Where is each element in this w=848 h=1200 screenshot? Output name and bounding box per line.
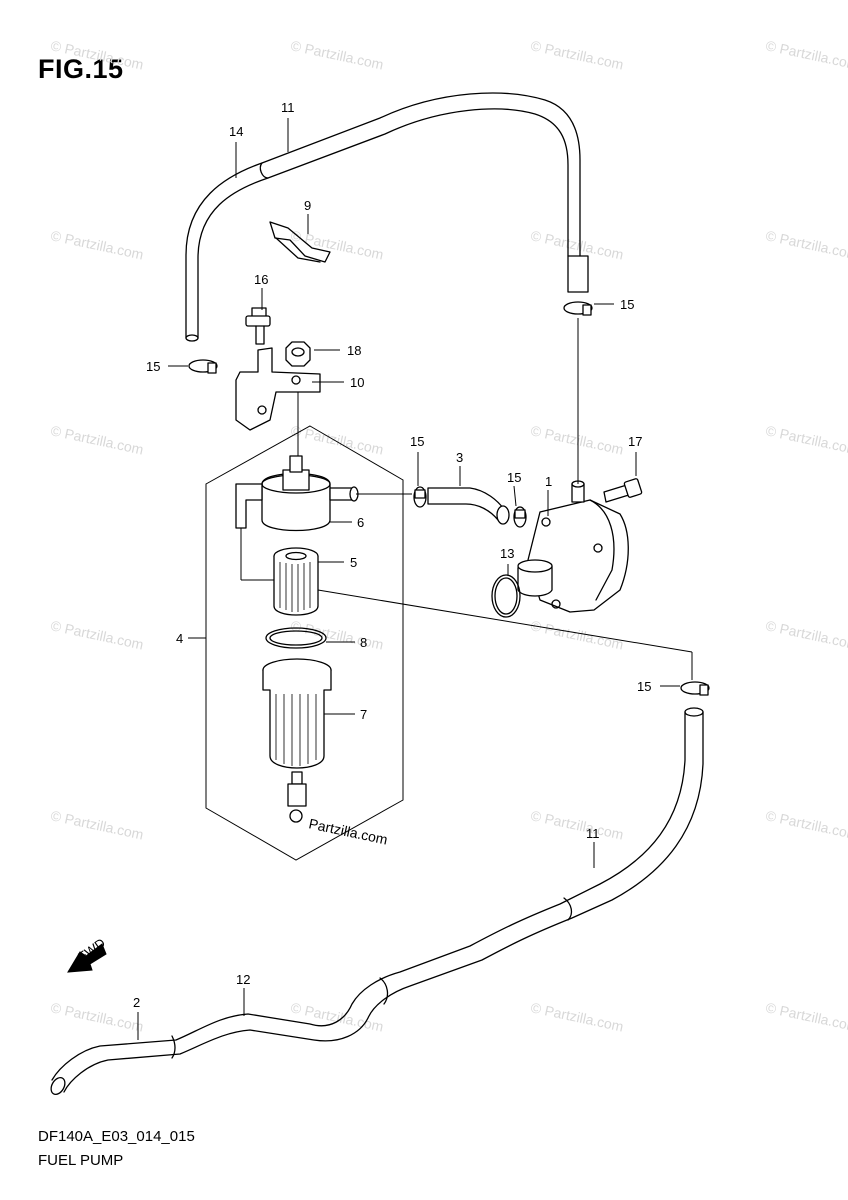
watermark: © Partzilla.com	[49, 807, 145, 842]
part-15-clamp	[513, 506, 527, 528]
watermark: © Partzilla.com	[529, 807, 625, 842]
watermark: © Partzilla.com	[529, 999, 625, 1034]
part-9-clip	[269, 221, 331, 263]
watermark: © Partzilla.com	[49, 422, 145, 457]
watermark: © Partzilla.com	[529, 227, 625, 262]
callout-10: 10	[350, 375, 364, 390]
part-10-bracket	[235, 347, 321, 431]
lower-fuel-hose	[50, 707, 704, 1096]
callout-18: 18	[347, 343, 361, 358]
part-17-bolt	[603, 478, 643, 503]
watermark: © Partzilla.com	[49, 37, 145, 72]
callout-15-upper-right: 15	[620, 297, 634, 312]
part-6-filter-head	[235, 455, 359, 532]
watermark: © Partzilla.com	[529, 37, 625, 72]
callout-1: 1	[545, 474, 552, 489]
callout-14: 14	[229, 124, 243, 139]
callout-9: 9	[304, 198, 311, 213]
figure-title: FIG.15	[38, 54, 124, 84]
callout-11-lower: 11	[586, 826, 600, 841]
part-15-clamp	[680, 681, 710, 696]
callout-11-upper: 11	[281, 100, 295, 115]
watermark: © Partzilla.com	[49, 617, 145, 652]
forward-arrow-icon	[67, 943, 107, 973]
part-3-hose	[427, 487, 510, 525]
part-15-clamp	[188, 359, 218, 374]
callout-3: 3	[456, 450, 463, 465]
watermark: © Partzilla.com	[529, 617, 625, 652]
watermark: © Partzilla.com	[764, 617, 848, 652]
callout-4: 4	[176, 631, 183, 646]
part-16-bolt	[245, 307, 271, 345]
part-13-o-ring	[491, 574, 521, 618]
callout-15-lower-right: 15	[637, 679, 651, 694]
watermark: © Partzilla.com	[289, 422, 385, 457]
callout-15-mid: 15	[410, 434, 424, 449]
watermark: © Partzilla.com	[764, 227, 848, 262]
callout-8: 8	[360, 635, 367, 650]
callout-16: 16	[254, 272, 268, 287]
callout-labels: 14 11 9 16 18 10 15 15 15 3 15 1 17 13 6…	[133, 100, 651, 1010]
watermark: © Partzilla.com	[764, 807, 848, 842]
callout-7: 7	[360, 707, 367, 722]
watermark: © Partzilla.com	[764, 999, 848, 1034]
part-18-nut	[285, 341, 311, 367]
watermark: © Partzilla.com	[764, 422, 848, 457]
watermark: © Partzilla.com	[289, 999, 385, 1034]
callout-13: 13	[500, 546, 514, 561]
figure-name: FUEL PUMP	[38, 1152, 124, 1169]
watermark: © Partzilla.com	[49, 227, 145, 262]
watermark: © Partzilla.com	[764, 37, 848, 72]
figure-code: DF140A_E03_014_015	[38, 1128, 195, 1145]
callout-15-pump: 15	[507, 470, 521, 485]
watermark-layer: © Partzilla.com © Partzilla.com © Partzi…	[49, 37, 848, 1034]
watermark: © Partzilla.com	[289, 227, 385, 262]
watermark: © Partzilla.com	[289, 37, 385, 72]
callout-5: 5	[350, 555, 357, 570]
leader-lines	[137, 118, 693, 1040]
part-8-o-ring	[265, 627, 327, 649]
part-15-clamp	[413, 486, 427, 508]
callout-15-left: 15	[146, 359, 160, 374]
watermark: © Partzilla.com	[529, 422, 625, 457]
part-1-fuel-pump	[517, 480, 629, 613]
callout-2: 2	[133, 995, 140, 1010]
upper-fuel-hose	[185, 92, 589, 342]
callout-6: 6	[357, 515, 364, 530]
watermark-overlay: Partzilla.com	[307, 815, 389, 847]
callout-12: 12	[236, 972, 250, 987]
fwd-badge: FWD	[67, 935, 108, 973]
assembly-outline	[205, 425, 404, 861]
part-15-clamp	[563, 301, 593, 316]
part-5-filter-element	[273, 547, 319, 616]
watermark: © Partzilla.com	[49, 999, 145, 1034]
part-7-filter-cup	[262, 658, 332, 823]
callout-17: 17	[628, 434, 642, 449]
